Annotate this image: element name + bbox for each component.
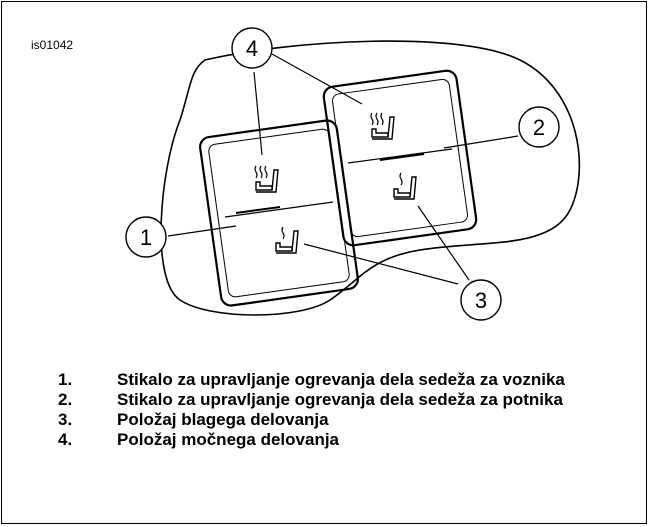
- svg-text:1: 1: [140, 225, 152, 250]
- svg-text:4: 4: [246, 36, 258, 61]
- callout-1: 1: [125, 216, 167, 258]
- seat-heat-high-icon: [370, 112, 395, 140]
- legend: 1. Stikalo za upravljanje ogrevanja dela…: [58, 370, 618, 450]
- passenger-seat-switch[interactable]: [322, 69, 478, 247]
- svg-text:3: 3: [475, 288, 487, 313]
- legend-item-3: 3. Položaj blagega delovanja: [58, 410, 329, 429]
- callout-3: 3: [460, 279, 502, 321]
- leader-lines: [167, 53, 519, 285]
- svg-text:2: 2: [533, 115, 545, 140]
- legend-item-2: 2. Stikalo za upravljanje ogrevanja dela…: [58, 390, 563, 409]
- console-bezel: [160, 40, 581, 316]
- callout-4: 4: [231, 27, 273, 69]
- seat-heat-low-icon: [275, 226, 299, 254]
- legend-item-4: 4. Položaj močnega delovanja: [58, 430, 340, 449]
- callout-2: 2: [518, 106, 560, 148]
- figure-code: is01042: [31, 38, 74, 52]
- seat-heat-low-icon: [393, 172, 417, 200]
- seat-heat-high-icon: [254, 165, 279, 193]
- legend-item-1: 1. Stikalo za upravljanje ogrevanja dela…: [58, 370, 565, 389]
- driver-seat-switch[interactable]: [199, 119, 359, 307]
